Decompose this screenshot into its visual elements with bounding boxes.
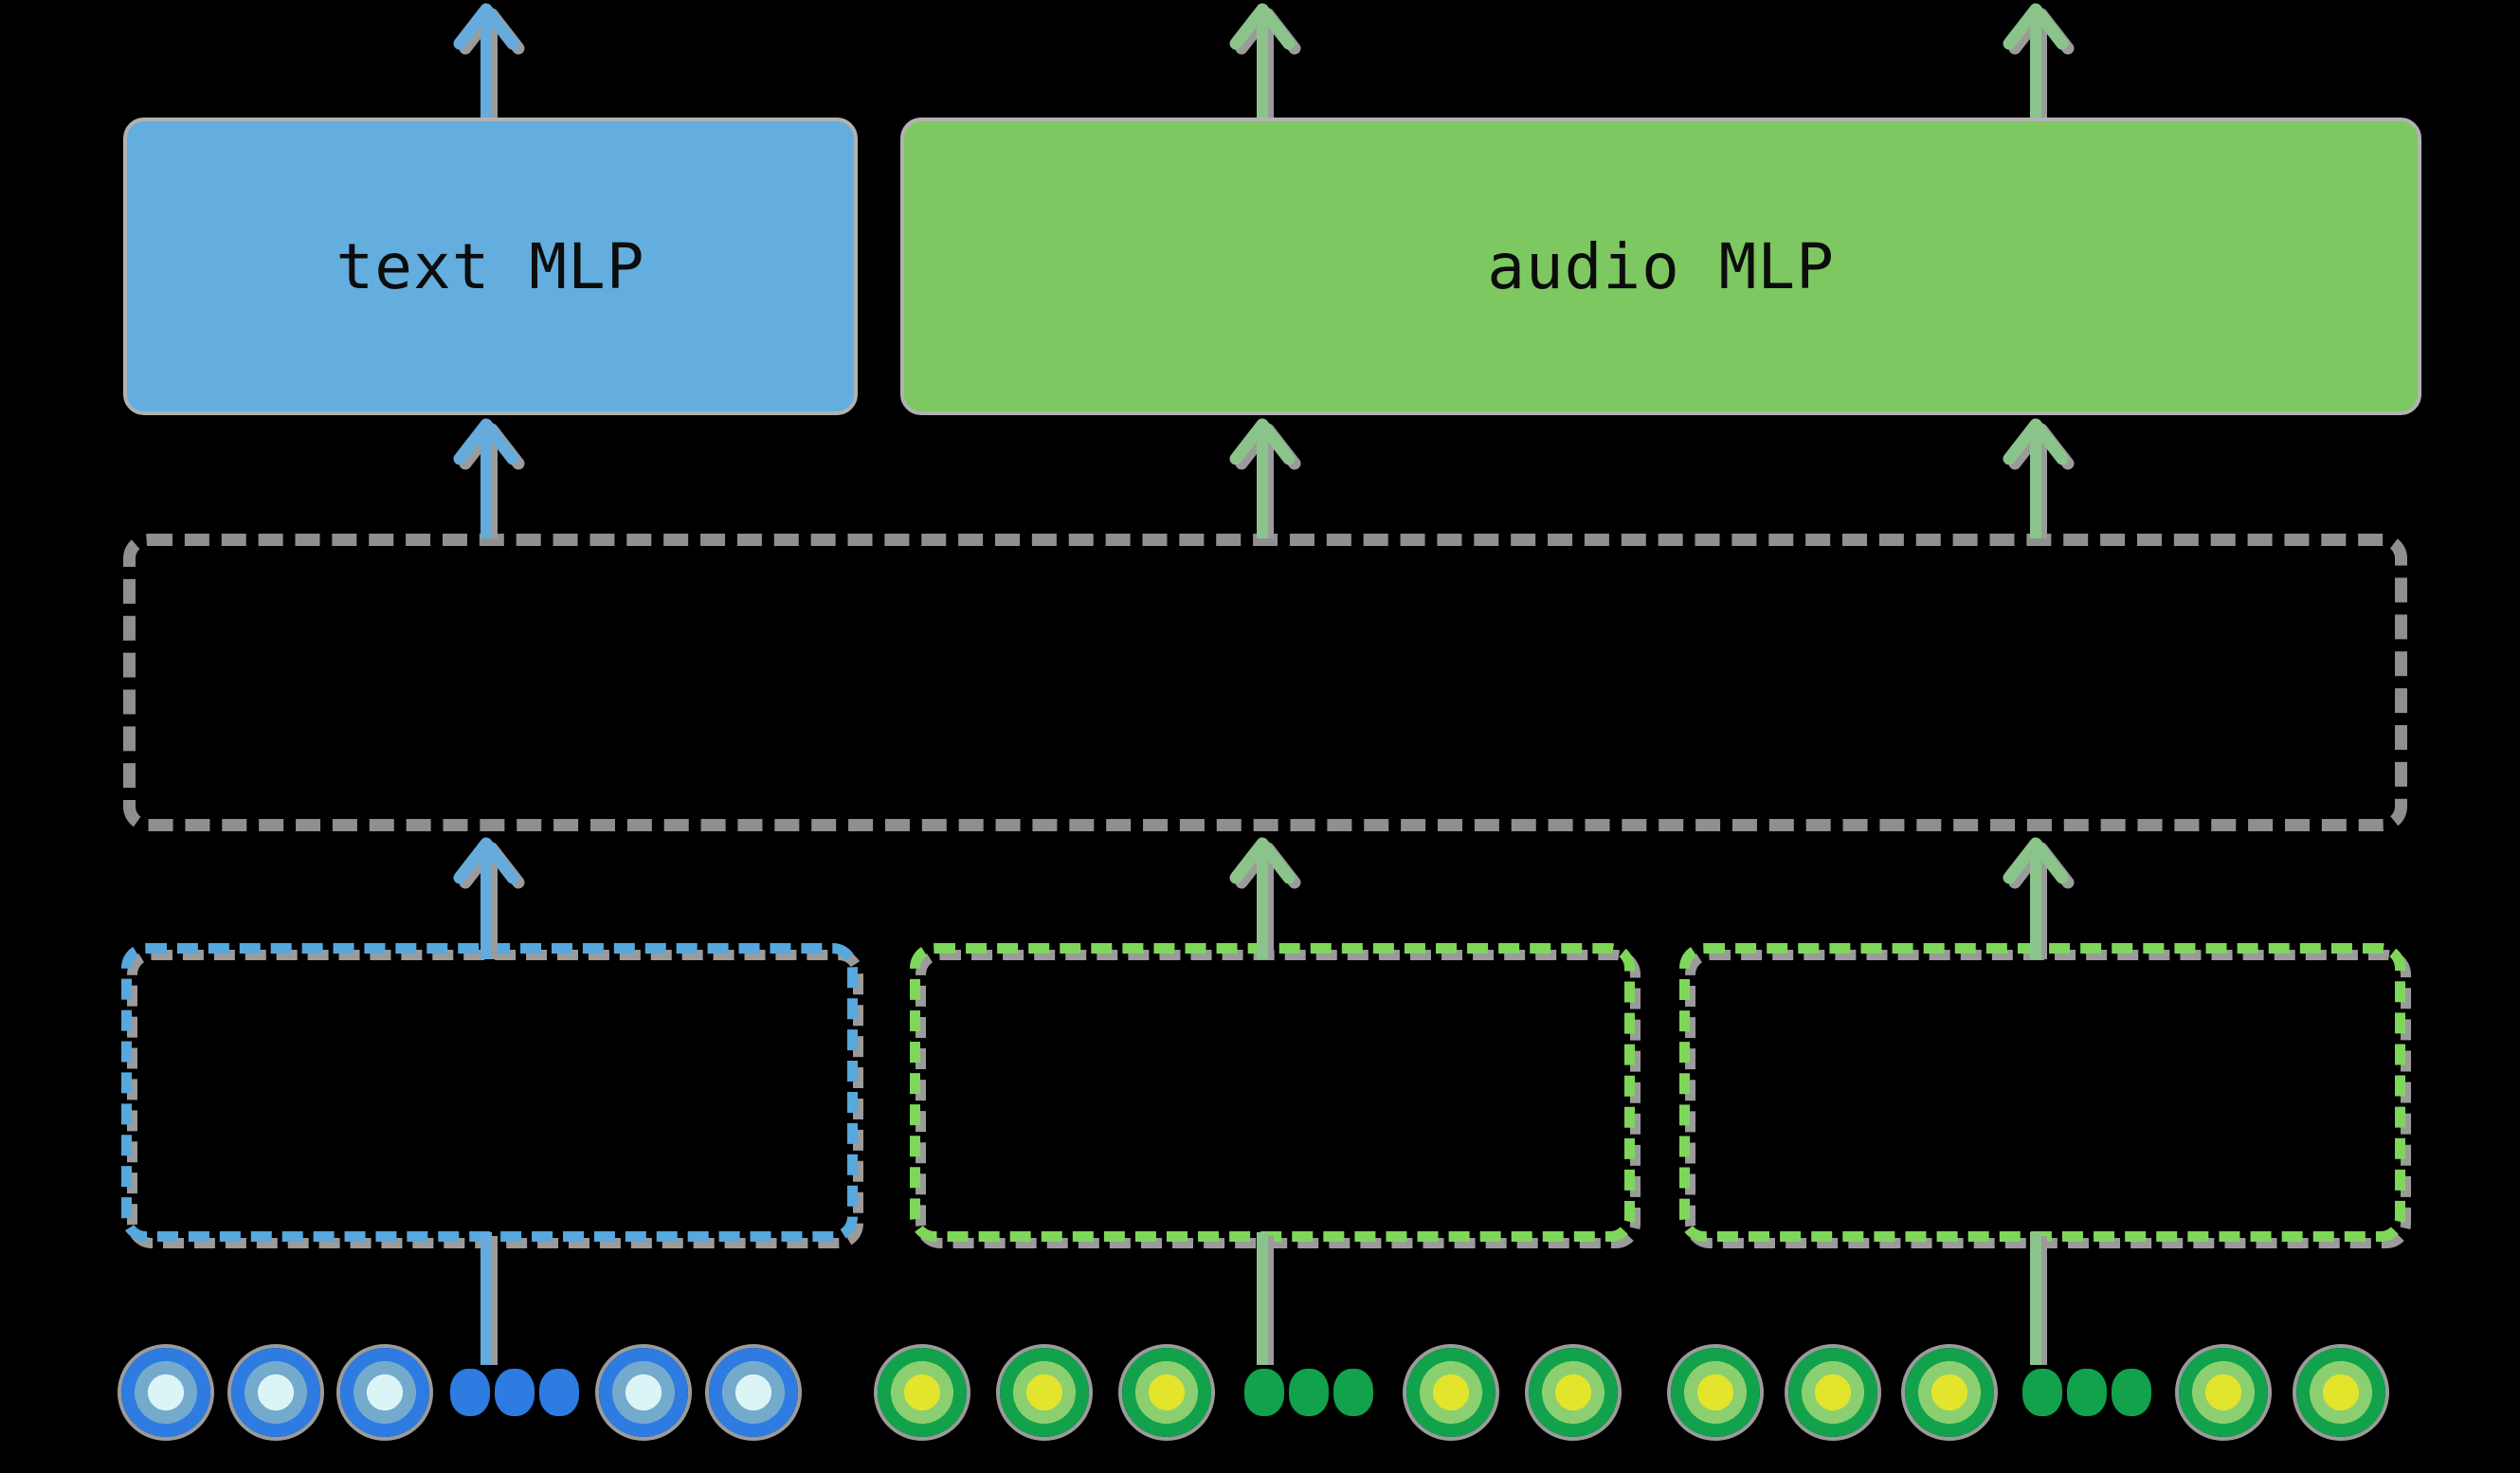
dashed-border-shadow bbox=[1685, 950, 2411, 1248]
token-circle-green bbox=[1529, 1348, 1618, 1437]
token-circle-green bbox=[1000, 1348, 1089, 1437]
token-circle-green bbox=[2295, 1348, 2385, 1437]
arrow-leftbox-to-backbone bbox=[453, 837, 525, 959]
arrow-up-top-middle bbox=[1229, 3, 1301, 118]
dashed-box-middle bbox=[910, 943, 1641, 1248]
dashed-border-shadow bbox=[916, 950, 1641, 1248]
arrow-up-top-left bbox=[453, 3, 525, 118]
ellipsis-dot bbox=[2021, 1369, 2062, 1416]
token-circle-blue bbox=[230, 1348, 320, 1437]
token-circle-blue bbox=[599, 1348, 689, 1437]
arrow-rightbox-to-backbone bbox=[2003, 837, 2075, 959]
arrow-backbone-to-audio-mlp-left bbox=[1229, 418, 1301, 538]
line-greentokens1-to-middlebox bbox=[1257, 1232, 1274, 1365]
token-circle-green bbox=[1671, 1348, 1760, 1437]
line-greentokens2-to-rightbox bbox=[2030, 1232, 2047, 1365]
ellipsis-dot bbox=[1333, 1369, 1373, 1416]
text-mlp-label: text MLP bbox=[335, 229, 645, 303]
ellipsis-dot bbox=[449, 1369, 490, 1416]
ellipsis-dot bbox=[1289, 1369, 1329, 1416]
audio-mlp-label: audio MLP bbox=[1487, 229, 1835, 303]
arrow-up-top-right bbox=[2003, 3, 2075, 118]
audio-mlp-box: audio MLP bbox=[900, 118, 2421, 415]
dashed-box-left bbox=[121, 943, 863, 1248]
token-circle-blue bbox=[121, 1348, 210, 1437]
token-circle-green bbox=[1406, 1348, 1496, 1437]
token-circle-green bbox=[878, 1348, 967, 1437]
arrow-middlebox-to-backbone bbox=[1229, 837, 1301, 959]
dashed-box-right bbox=[1679, 943, 2411, 1248]
arrow-backbone-to-audio-mlp-right bbox=[2003, 418, 2075, 538]
token-circle-green bbox=[2179, 1348, 2269, 1437]
ellipsis bbox=[1244, 1369, 1373, 1416]
arrow-backbone-to-text-mlp bbox=[453, 418, 525, 538]
dashed-border-blue bbox=[121, 943, 858, 1242]
token-circle-green bbox=[1905, 1348, 1995, 1437]
token-circle-blue bbox=[708, 1348, 798, 1437]
line-bluetokens-to-leftbox bbox=[480, 1232, 498, 1365]
blue-token-group bbox=[121, 1348, 798, 1437]
dashed-border-green bbox=[910, 943, 1635, 1242]
ellipsis-dot bbox=[2111, 1369, 2151, 1416]
ellipsis-dot bbox=[538, 1369, 579, 1416]
ellipsis-dot bbox=[494, 1369, 535, 1416]
backbone-dashed-box bbox=[123, 534, 2407, 831]
ellipsis bbox=[449, 1369, 579, 1416]
token-circle-green bbox=[1787, 1348, 1877, 1437]
green-token-group-2 bbox=[1671, 1348, 2385, 1437]
ellipsis bbox=[2021, 1369, 2151, 1416]
text-mlp-box: text MLP bbox=[123, 118, 858, 415]
ellipsis-dot bbox=[1244, 1369, 1284, 1416]
ellipsis-dot bbox=[2066, 1369, 2107, 1416]
token-circle-green bbox=[1122, 1348, 1211, 1437]
green-token-group-1 bbox=[878, 1348, 1618, 1437]
token-circle-blue bbox=[340, 1348, 430, 1437]
dashed-border-green bbox=[1679, 943, 2405, 1242]
